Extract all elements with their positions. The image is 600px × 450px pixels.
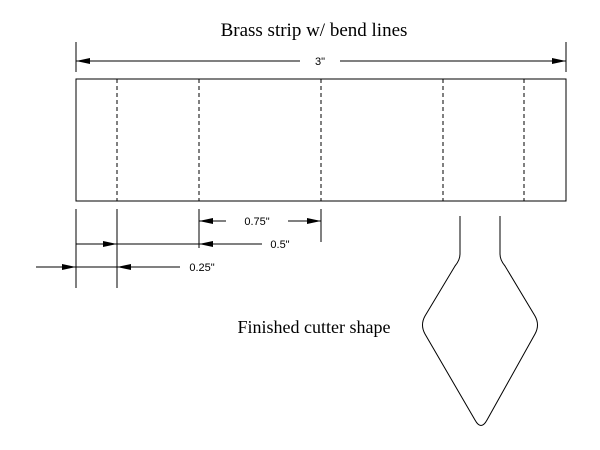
finished-cutter-shape [422, 216, 538, 426]
diagram-title: Brass strip w/ bend lines [221, 20, 408, 41]
dimension-label-05: 0.5" [270, 239, 289, 251]
cutter-caption: Finished cutter shape [238, 317, 391, 337]
dimension-label-025: 0.25" [189, 262, 214, 274]
dimension-label-3in: 3" [315, 56, 325, 68]
brass-strip [75, 78, 567, 202]
dimension-label-075: 0.75" [244, 216, 269, 228]
